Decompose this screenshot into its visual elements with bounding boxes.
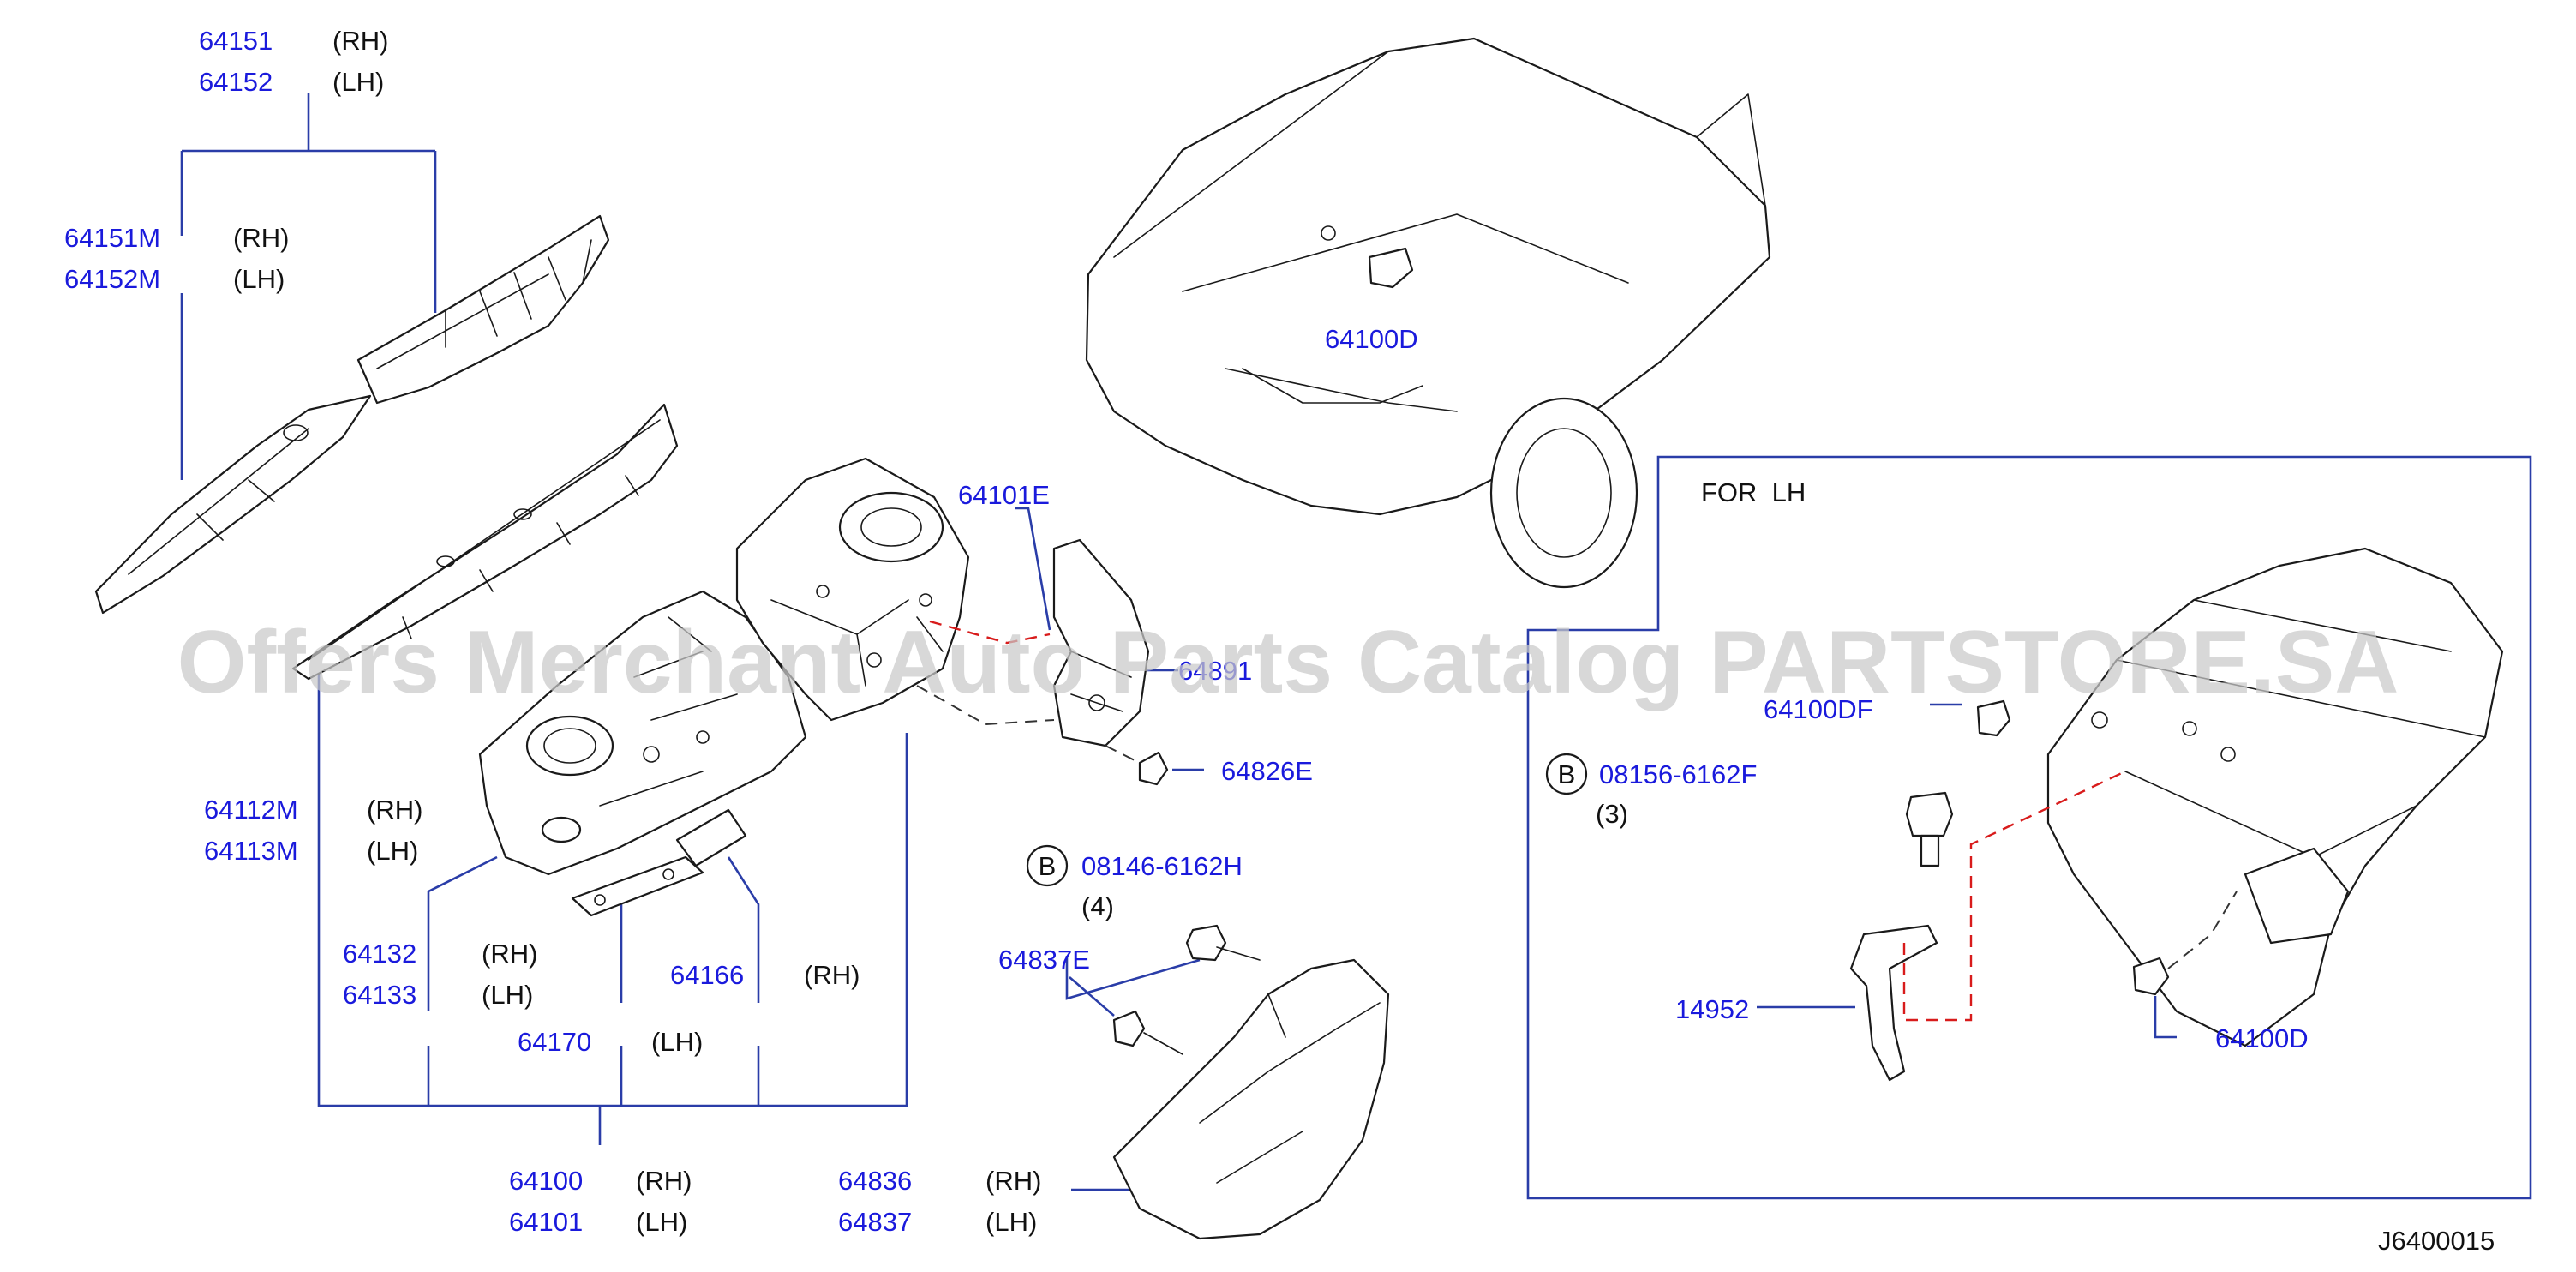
side-rh: (RH) [482,939,537,969]
label-64112M: 64112M [204,795,298,825]
part-64100-strut-housing [735,457,970,722]
inset-part-64100D-clip [2132,891,2238,996]
side-rh: (RH) [332,26,388,56]
bolt-marker-b-circle [1026,844,1069,887]
part-64151M-reinforcement [94,394,372,615]
label-64100D-inset: 64100D [2215,1023,2309,1053]
side-lh: (LH) [651,1027,703,1057]
label-08156-qty: (3) [1596,799,1628,829]
side-rh: (RH) [804,960,860,990]
side-lh: (LH) [636,1207,687,1237]
label-64133: 64133 [343,980,416,1010]
label-64166: 64166 [670,960,744,990]
side-lh: (LH) [985,1207,1037,1237]
bolt-marker-b: B [1039,851,1057,881]
inset-title: FOR LH [1701,477,1806,507]
part-labels: 64151 (RH) 64152 (LH) 64151M (RH) 64152M… [64,26,2495,1256]
inset-part-08156-bolt [1905,791,1954,867]
label-64101E: 64101E [958,480,1050,510]
diagram-id: J6400015 [2378,1226,2495,1256]
label-64152M: 64152M [64,264,160,294]
label-64132: 64132 [343,939,416,969]
side-rh: (RH) [636,1166,692,1196]
label-08156-6162F: 08156-6162F [1599,759,1757,789]
inset-frame [1526,455,2532,1200]
label-64100D-top: 64100D [1325,324,1418,354]
bolt-marker-b-circle-inset [1545,753,1588,795]
label-64152: 64152 [199,67,273,97]
part-64132-apron [478,590,807,876]
part-64166-patch [675,808,747,867]
label-64836: 64836 [838,1166,912,1196]
label-64113M: 64113M [204,836,298,866]
label-64826E: 64826E [1221,756,1313,786]
side-rh: (RH) [985,1166,1041,1196]
side-rh: (RH) [233,223,289,253]
part-64151-reinforcement [356,214,610,405]
side-lh: (LH) [332,67,384,97]
label-64891: 64891 [1178,656,1252,686]
label-64837E: 64837E [998,945,1090,975]
car-overview-illustration [1085,37,1771,589]
label-64837: 64837 [838,1207,912,1237]
part-64170-bracket [571,855,704,917]
side-lh: (LH) [233,264,285,294]
label-64151: 64151 [199,26,273,56]
bolt-marker-b-inset: B [1558,759,1576,789]
part-64837E-clip [1112,1010,1183,1055]
label-64170: 64170 [518,1027,591,1057]
label-08146-qty: (4) [1081,891,1114,921]
watermark-text: Offers Merchant Auto Parts Catalog PARTS… [177,613,2399,712]
label-64100DF: 64100DF [1764,694,1873,724]
label-64100: 64100 [509,1166,583,1196]
label-08146-6162H: 08146-6162H [1081,851,1243,881]
inset-part-14952-bracket [1849,770,2126,1082]
side-rh: (RH) [367,795,422,825]
label-64151M: 64151M [64,223,160,253]
side-lh: (LH) [367,836,418,866]
side-lh: (LH) [482,980,533,1010]
inset-body-illustration [2046,547,2504,1047]
inset-part-64100DF-clip [1976,699,2011,737]
label-14952: 14952 [1675,994,1749,1024]
label-64101: 64101 [509,1207,583,1237]
part-64826E-clip [1105,745,1169,786]
part-64836-splash-shield [1112,958,1390,1240]
part-08146-bolt [1185,924,1261,962]
part-64112M-hoodledge [291,403,679,681]
